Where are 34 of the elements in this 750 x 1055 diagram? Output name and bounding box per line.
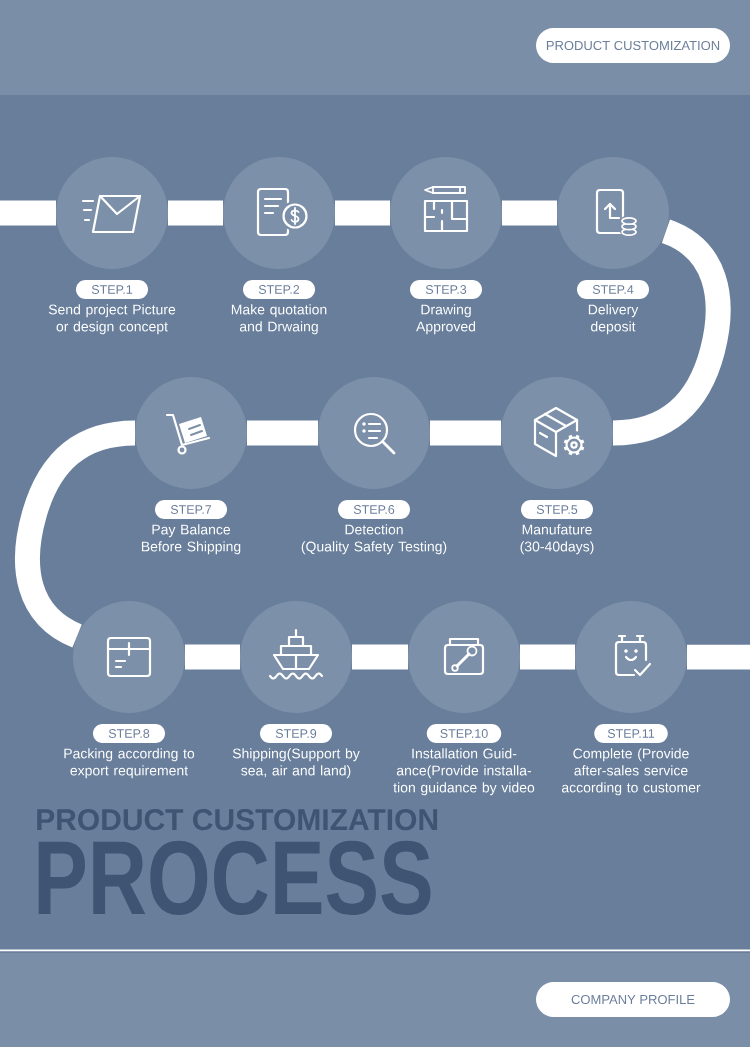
step-description: Drawing Approved (416, 304, 476, 335)
step-tag: STEP.10 (426, 724, 502, 743)
connector-line (520, 644, 575, 670)
connector-line (687, 644, 750, 670)
connector-line (502, 200, 557, 226)
step-description: Installation Guid- ance(Provide installa- tion guidance by video (393, 748, 535, 796)
step-description: Send project Picture or design concept (48, 304, 176, 335)
connector-line (352, 644, 408, 670)
step-tag: STEP.2 (243, 280, 315, 299)
step-tag: STEP.4 (577, 280, 649, 299)
step-description: Pay Balance Before Shipping (141, 524, 241, 555)
connector-line (185, 644, 240, 670)
step-description: Packing according to export requirement (64, 748, 195, 779)
step-tag: STEP.6 (338, 500, 410, 519)
step-tag: STEP.5 (521, 500, 593, 519)
step-description: Delivery deposit (588, 304, 639, 335)
step-description: Shipping(Support by sea, air and land) (232, 748, 360, 779)
connector-line (335, 200, 390, 226)
connector-line (0, 200, 56, 226)
step-tag: STEP.1 (76, 280, 148, 299)
step-description: Make quotation and Drwaing (231, 304, 327, 335)
pill-button: COMPANY PROFILE (536, 982, 730, 1017)
connector-line (430, 420, 501, 446)
connector-line (168, 200, 223, 226)
step-tag: STEP.9 (260, 724, 332, 743)
step-tag: STEP.11 (594, 724, 668, 743)
connector-line (247, 420, 318, 446)
step-description: Detection (Quality Safety Testing) (301, 524, 447, 555)
step-tag: STEP.7 (155, 500, 227, 519)
step-description: Manufature (30-40days) (520, 524, 594, 555)
step-tag: STEP.3 (410, 280, 482, 299)
pill-button: PRODUCT CUSTOMIZATION (536, 28, 730, 63)
step-description: Complete (Provide after-sales service according to customer (561, 748, 701, 796)
step-tag: STEP.8 (93, 724, 165, 743)
